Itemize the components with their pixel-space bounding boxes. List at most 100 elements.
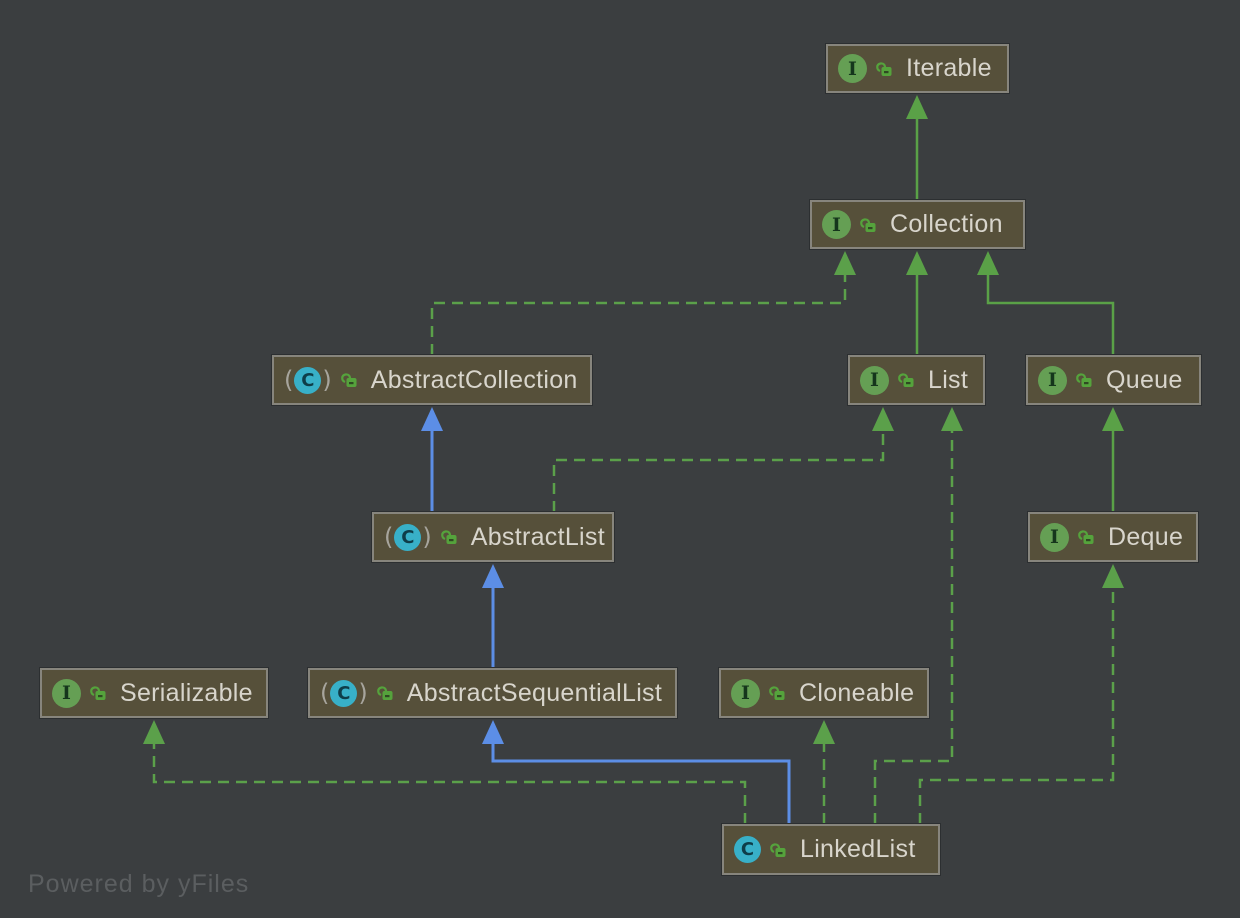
visibility-key-icon xyxy=(875,60,894,78)
edge-deque-queue-extends[interactable] xyxy=(1102,407,1124,512)
edge-abstract-list-list-implements[interactable] xyxy=(552,407,894,512)
abstract-paren-right: ) xyxy=(422,523,432,551)
node-label: LinkedList xyxy=(800,835,916,863)
public-key-icon xyxy=(898,373,914,387)
public-key-icon xyxy=(769,686,785,700)
visibility-key-icon xyxy=(440,528,459,546)
visibility-key-icon xyxy=(769,841,788,859)
node-linked-list[interactable]: C LinkedList xyxy=(722,824,940,875)
abstract-paren-left: ( xyxy=(320,679,330,707)
visibility-key-icon xyxy=(859,216,878,234)
abstract-class-icon: (C) xyxy=(284,366,332,394)
abstract-paren-left: ( xyxy=(384,523,394,551)
abstract-paren-right: ) xyxy=(322,366,332,394)
edge-linked-list-serializable-implements[interactable] xyxy=(143,720,747,824)
node-abstract-sequential-list[interactable]: (C) AbstractSequentialList xyxy=(308,668,677,718)
edge-line xyxy=(152,741,747,824)
node-label: List xyxy=(928,365,969,394)
node-label: Cloneable xyxy=(799,678,915,707)
public-key-icon xyxy=(876,61,892,76)
abstract-paren-left: ( xyxy=(284,366,294,394)
public-key-icon xyxy=(770,842,786,857)
edge-line xyxy=(986,272,1115,355)
inheritance-arrowhead xyxy=(1102,407,1124,431)
class-letter: C xyxy=(394,523,422,551)
interface-icon: I xyxy=(1040,522,1069,552)
edge-abstract-list-abstract-collection-extends[interactable] xyxy=(421,407,443,512)
public-key-icon xyxy=(440,530,457,544)
visibility-key-icon xyxy=(897,371,916,389)
visibility-key-icon xyxy=(1077,528,1096,546)
class-letter: C xyxy=(294,366,322,394)
public-key-icon xyxy=(376,686,393,700)
inheritance-arrowhead xyxy=(906,95,928,119)
node-label: AbstractCollection xyxy=(370,365,578,394)
interface-icon: I xyxy=(838,54,867,83)
visibility-key-icon xyxy=(376,684,395,702)
inheritance-arrowhead xyxy=(1102,564,1124,588)
public-key-icon xyxy=(1078,530,1094,544)
visibility-key-icon xyxy=(768,684,787,702)
node-list[interactable]: I List xyxy=(848,355,985,405)
abstract-paren-right: ) xyxy=(358,679,368,707)
interface-letter: I xyxy=(731,678,760,708)
node-cloneable[interactable]: I Cloneable xyxy=(719,668,929,718)
public-key-icon xyxy=(1076,373,1092,387)
edge-linked-list-list-implements[interactable] xyxy=(873,407,963,824)
node-label: Serializable xyxy=(120,678,253,707)
node-abstract-collection[interactable]: (C) AbstractCollection xyxy=(272,355,592,405)
node-label: Queue xyxy=(1106,365,1183,394)
interface-letter: I xyxy=(1040,522,1069,552)
node-label: Iterable xyxy=(906,54,992,82)
inheritance-arrowhead xyxy=(906,251,928,275)
edge-line xyxy=(873,428,954,824)
inheritance-arrowhead xyxy=(482,564,504,588)
visibility-key-icon xyxy=(1075,371,1094,389)
interface-letter: I xyxy=(822,210,851,239)
node-queue[interactable]: I Queue xyxy=(1026,355,1201,405)
edge-linked-list-cloneable-implements[interactable] xyxy=(813,720,835,824)
interface-letter: I xyxy=(860,365,889,395)
interface-icon: I xyxy=(1038,365,1067,395)
node-deque[interactable]: I Deque xyxy=(1028,512,1198,562)
inheritance-arrowhead xyxy=(834,251,856,275)
node-label: Deque xyxy=(1108,522,1184,551)
public-key-icon xyxy=(340,373,357,387)
inheritance-arrowhead xyxy=(421,407,443,431)
edge-collection-iterable-extends[interactable] xyxy=(906,95,928,200)
abstract-class-icon: (C) xyxy=(320,679,368,707)
node-label: AbstractSequentialList xyxy=(406,678,663,707)
node-serializable[interactable]: I Serializable xyxy=(40,668,268,718)
edge-queue-collection-extends[interactable] xyxy=(977,251,1115,355)
inheritance-arrowhead xyxy=(482,720,504,744)
public-key-icon xyxy=(860,217,876,232)
interface-letter: I xyxy=(52,678,81,708)
edge-line xyxy=(918,585,1115,824)
edge-list-collection-extends[interactable] xyxy=(906,251,928,355)
node-iterable[interactable]: I Iterable xyxy=(826,44,1009,93)
inheritance-arrowhead xyxy=(813,720,835,744)
edge-line xyxy=(552,428,885,512)
class-letter: C xyxy=(734,836,761,863)
interface-letter: I xyxy=(838,54,867,83)
class-letter: C xyxy=(330,679,358,707)
public-key-icon xyxy=(90,686,106,700)
visibility-key-icon xyxy=(89,684,108,702)
interface-icon: I xyxy=(731,678,760,708)
inheritance-arrowhead xyxy=(143,720,165,744)
interface-icon: I xyxy=(860,365,889,395)
edge-abstract-sequential-list-abstract-list-extends[interactable] xyxy=(482,564,504,668)
inheritance-arrowhead xyxy=(941,407,963,431)
interface-icon: I xyxy=(822,210,851,239)
edge-line xyxy=(491,741,791,824)
edge-abstract-collection-collection-implements[interactable] xyxy=(430,251,856,355)
inheritance-arrowhead xyxy=(977,251,999,275)
interface-icon: I xyxy=(52,678,81,708)
node-abstract-list[interactable]: (C)AbstractList xyxy=(372,512,614,562)
inheritance-arrowhead xyxy=(872,407,894,431)
edge-linked-list-deque-implements[interactable] xyxy=(918,564,1124,824)
edge-linked-list-abstract-sequential-list-extends[interactable] xyxy=(482,720,791,824)
